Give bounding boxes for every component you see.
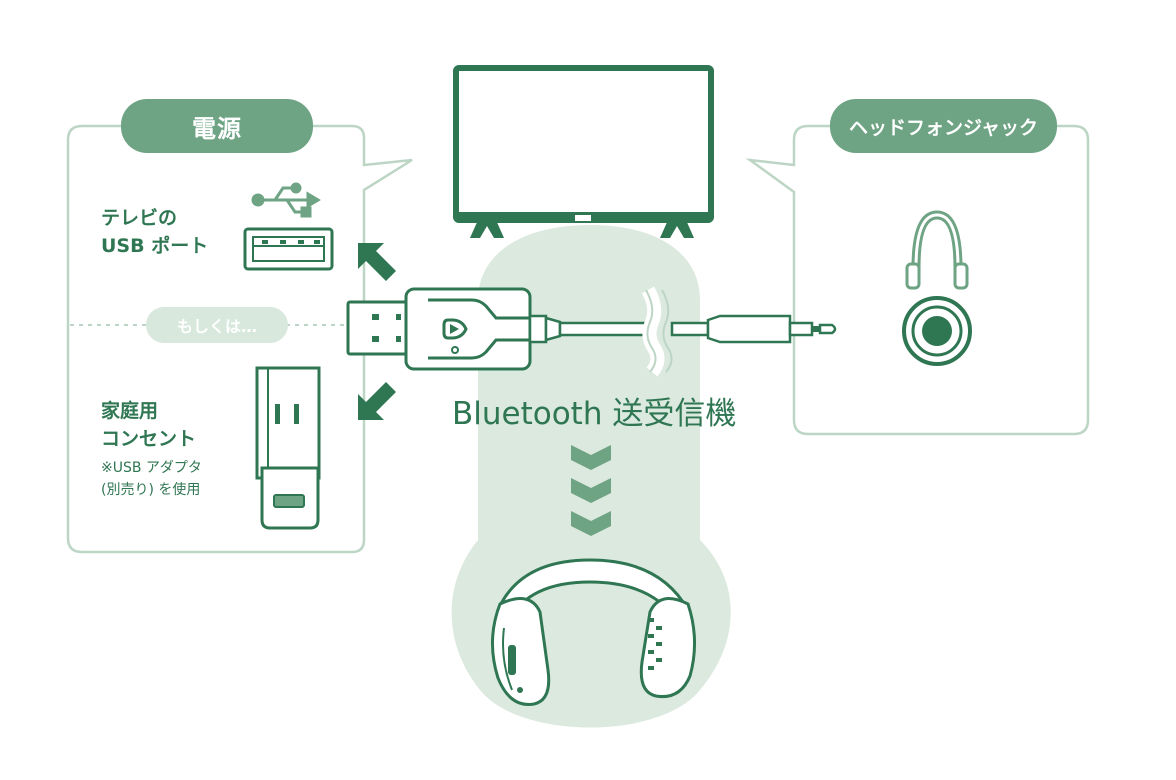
or-divider-pill: もしくは… xyxy=(146,307,288,343)
chevron-down-icon xyxy=(571,445,611,536)
headphone-icon xyxy=(905,210,969,290)
usb-port-label-line2: USB ポート xyxy=(101,234,209,257)
usb-port-icon xyxy=(243,227,334,271)
outlet-label-line2: コンセント xyxy=(101,427,197,450)
outlet-label-line1: 家庭用 xyxy=(101,400,159,422)
transmitter-label: Bluetooth 送受信機 xyxy=(452,396,737,432)
power-title: 電源 xyxy=(121,99,313,153)
usb-port-label: テレビの USB ポート xyxy=(101,205,208,260)
audio-jack-icon xyxy=(902,296,972,366)
usb-symbol-icon xyxy=(251,182,321,218)
adapter-note-line2: (別売り) を使用 xyxy=(101,481,201,498)
arrow-icon xyxy=(358,243,396,420)
headphone-jack-title: ヘッドフォンジャック xyxy=(830,99,1057,153)
usb-port-label-line1: テレビの xyxy=(101,207,178,229)
adapter-note: ※USB アダプタ (別売り) を使用 xyxy=(101,458,202,501)
power-plug-icon xyxy=(255,366,321,530)
headset-icon xyxy=(490,558,697,706)
adapter-note-line1: ※USB アダプタ xyxy=(101,460,202,476)
tv-icon xyxy=(453,65,714,238)
transmitter-icon xyxy=(346,286,837,377)
outlet-label: 家庭用 コンセント xyxy=(101,398,196,453)
